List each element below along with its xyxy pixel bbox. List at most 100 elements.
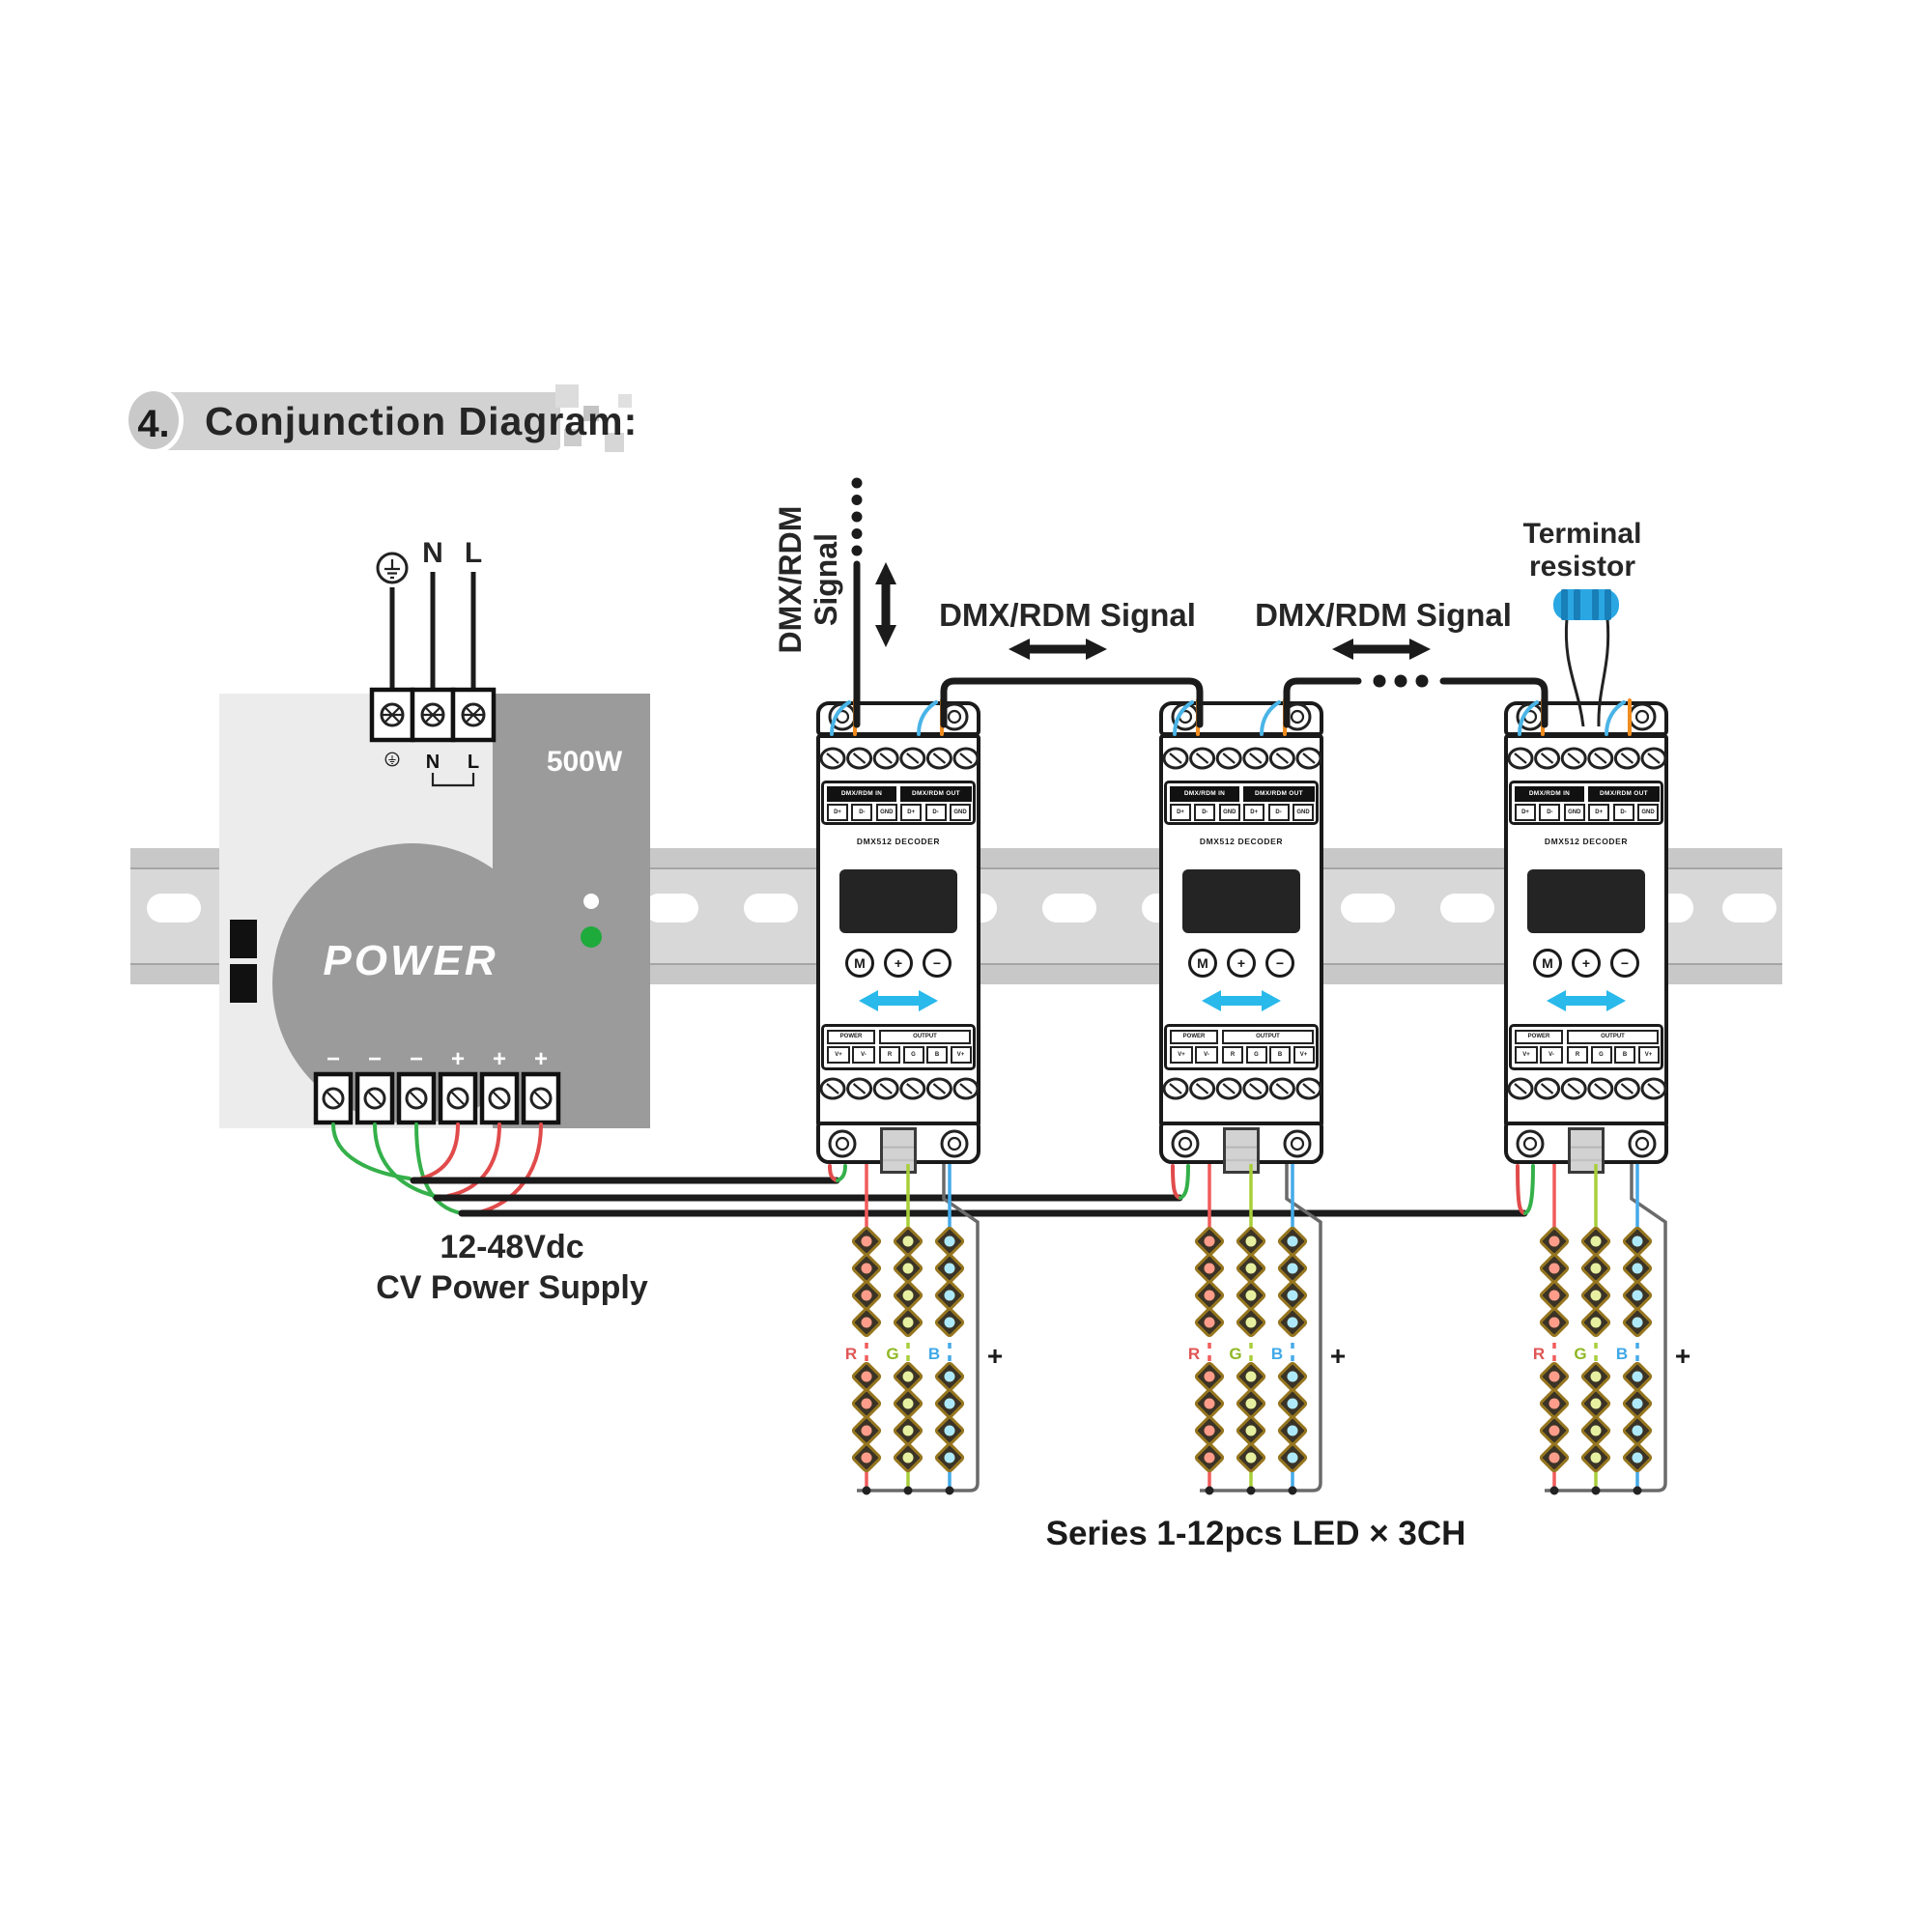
pixel-deco [564,429,582,446]
terminal-label: GND [1218,804,1240,821]
decoder-signal-terminal-strip: DMX/RDM IN DMX/RDM OUT D+ D- GND D+ D- G… [1164,781,1319,825]
svg-text:B: B [1271,1345,1283,1363]
terminal-label: V- [1540,1046,1563,1064]
dmx-in-label: DMX/RDM IN [1170,786,1239,802]
cv-power-supply: POWER 500W [219,694,650,1128]
terminal-label: GND [1637,804,1659,821]
decoder-lcd-display [1182,869,1300,933]
terminal-label: B [1269,1046,1291,1064]
dmx-decoder-2: DMX/RDM IN DMX/RDM OUT D+ D- GND D+ D- G… [1159,696,1323,1176]
terminal-label: GND [950,804,971,821]
psu-side-connector [230,964,257,1003]
terminal-resistor-label: Terminal resistor [1486,518,1679,583]
neutral-label: N [422,537,443,569]
section-number: 4. [124,386,184,454]
terminal-label: D- [851,804,873,821]
minus-button: − [1265,949,1294,978]
terminal-label: R [1222,1046,1243,1064]
resistor-body [1553,589,1619,620]
decoder-power-terminal-strip: POWER OUTPUT V+ V- R G B V+ [1509,1024,1663,1070]
led-strip-3 [1540,1164,1665,1495]
dmx-signal-vertical-label: DMX/RDM Signal [773,464,846,696]
terminal-label: D+ [1588,804,1610,821]
minus-button: − [923,949,952,978]
pixel-deco [605,433,624,452]
series-caption: Series 1-12pcs LED × 3CH [1045,1515,1466,1552]
power-label: POWER [1170,1030,1218,1044]
psu-voltage-caption: 12-48Vdc [440,1229,584,1265]
terminal-label: V- [1195,1046,1218,1064]
rail-slot [1440,894,1494,923]
psu-type-caption: CV Power Supply [376,1269,648,1306]
menu-button: M [1188,949,1217,978]
psu-brand-label: POWER [323,937,498,984]
terminal-label: R [879,1046,900,1064]
svg-text:+: + [987,1341,1003,1371]
decoder-top-cap [1504,701,1668,736]
terminal-label: D+ [1515,804,1536,821]
decoder-signal-terminal-strip: DMX/RDM IN DMX/RDM OUT D+ D- GND D+ D- G… [1509,781,1663,825]
terminal-label: GND [1293,804,1314,821]
dmx-in-label: DMX/RDM IN [827,786,896,802]
svg-text:G: G [1229,1345,1241,1363]
title-bar [143,392,560,450]
svg-text:B: B [928,1345,940,1363]
rail-slot [1341,894,1395,923]
terminal-label: R [1567,1046,1588,1064]
terminal-label: V+ [827,1046,850,1064]
terminal-label: GND [1563,804,1585,821]
terminal-label: V+ [1170,1046,1193,1064]
svg-text:R: R [845,1345,857,1363]
decoder-power-terminal-strip: POWER OUTPUT V+ V- R G B V+ [1164,1024,1319,1070]
live-label: L [464,537,483,569]
decoder-lcd-display [1527,869,1645,933]
svg-text:G: G [886,1345,898,1363]
decoder-title: DMX512 DECODER [1199,837,1284,846]
svg-text:R: R [1533,1345,1545,1363]
svg-text:+: + [1675,1341,1690,1371]
power-label: POWER [827,1030,875,1044]
terminal-label: D+ [1243,804,1265,821]
dmx-vertical-line1: DMX/RDM [773,505,808,654]
menu-button: M [845,949,874,978]
dmx-decoder-3: DMX/RDM IN DMX/RDM OUT D+ D- GND D+ D- G… [1504,696,1668,1176]
dmx-out-label: DMX/RDM OUT [900,786,972,802]
led-strip-1 [852,1164,978,1495]
minus-button: − [1610,949,1639,978]
pixel-deco [555,384,579,408]
earth-symbol [376,552,409,584]
led-strip-channel-labels: R G B + R G B + R G B + [845,1341,1690,1371]
decoder-lcd-display [839,869,957,933]
terminal-label: G [1245,1046,1267,1064]
rail-slot [744,894,798,923]
decoder-title: DMX512 DECODER [1544,837,1629,846]
pixel-deco [618,394,632,408]
terminal-label: V- [852,1046,875,1064]
terminal-label: G [902,1046,924,1064]
decoder-top-cap [1159,701,1323,736]
plus-button: + [1227,949,1256,978]
dmx-signal-label-2: DMX/RDM Signal [1255,597,1512,633]
power-label: POWER [1515,1030,1563,1044]
terminal-label: D- [1539,804,1561,821]
dmx-signal-label-1: DMX/RDM Signal [939,597,1196,633]
terminal-label: D+ [1170,804,1191,821]
decoder-signal-terminal-strip: DMX/RDM IN DMX/RDM OUT D+ D- GND D+ D- G… [821,781,976,825]
din-clip [1223,1127,1260,1174]
terminal-label: GND [875,804,897,821]
terminal-label: G [1590,1046,1612,1064]
terminal-label: D- [924,804,947,821]
rail-slot [1042,894,1096,923]
rail-slot [644,894,698,923]
decoder-top-cap [816,701,980,736]
psu-rating-label: 500W [546,746,623,778]
output-label: OUTPUT [1567,1030,1659,1044]
terminal-label: D+ [900,804,923,821]
dmx-out-label: DMX/RDM OUT [1243,786,1315,802]
plus-button: + [884,949,913,978]
terminal-label: V+ [1515,1046,1538,1064]
svg-text:G: G [1574,1345,1586,1363]
output-label: OUTPUT [1222,1030,1314,1044]
terminal-label: D+ [827,804,848,821]
